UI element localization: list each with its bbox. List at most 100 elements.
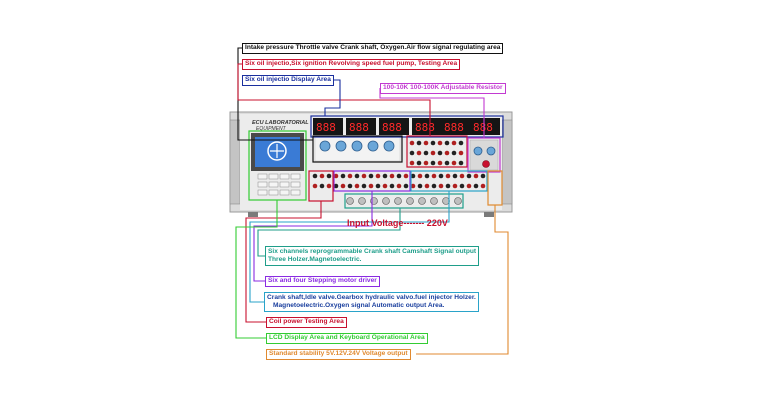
- terminal-jack[interactable]: [326, 173, 332, 179]
- keypad-key[interactable]: [268, 189, 279, 196]
- terminal-jack[interactable]: [361, 173, 367, 179]
- bnc-connector[interactable]: [382, 197, 390, 205]
- terminal-jack[interactable]: [417, 183, 423, 189]
- terminal-jack[interactable]: [389, 183, 395, 189]
- keypad-key[interactable]: [257, 181, 268, 188]
- terminal-jack[interactable]: [480, 173, 486, 179]
- terminal-jack[interactable]: [458, 140, 464, 146]
- terminal-jack[interactable]: [451, 150, 457, 156]
- terminal-jack[interactable]: [347, 173, 353, 179]
- terminal-jack[interactable]: [382, 183, 388, 189]
- terminal-jack[interactable]: [403, 173, 409, 179]
- terminal-jack[interactable]: [466, 173, 472, 179]
- terminal-jack[interactable]: [437, 140, 443, 146]
- terminal-jack[interactable]: [416, 150, 422, 156]
- terminal-jack[interactable]: [382, 173, 388, 179]
- terminal-jack[interactable]: [416, 140, 422, 146]
- keypad-key[interactable]: [257, 189, 268, 196]
- bnc-connector[interactable]: [394, 197, 402, 205]
- terminal-jack[interactable]: [438, 173, 444, 179]
- bnc-connector[interactable]: [418, 197, 426, 205]
- terminal-jack[interactable]: [466, 183, 472, 189]
- terminal-jack[interactable]: [403, 183, 409, 189]
- knob[interactable]: [335, 140, 347, 152]
- terminal-jack[interactable]: [333, 173, 339, 179]
- terminal-jack[interactable]: [445, 173, 451, 179]
- terminal-jack[interactable]: [459, 173, 465, 179]
- keypad-key[interactable]: [268, 173, 279, 180]
- terminal-jack[interactable]: [340, 173, 346, 179]
- terminal-jack[interactable]: [409, 150, 415, 156]
- keypad-key[interactable]: [290, 181, 301, 188]
- terminal-jack[interactable]: [444, 160, 450, 166]
- terminal-jack[interactable]: [319, 183, 325, 189]
- terminal-jack[interactable]: [437, 150, 443, 156]
- terminal-jack[interactable]: [451, 160, 457, 166]
- knob[interactable]: [319, 140, 331, 152]
- keypad-key[interactable]: [279, 189, 290, 196]
- keypad-key[interactable]: [279, 181, 290, 188]
- terminal-jack[interactable]: [319, 173, 325, 179]
- terminal-jack[interactable]: [368, 173, 374, 179]
- terminal-jack[interactable]: [375, 173, 381, 179]
- terminal-jack[interactable]: [444, 150, 450, 156]
- terminal-jack[interactable]: [409, 160, 415, 166]
- terminal-jack[interactable]: [312, 183, 318, 189]
- terminal-jack[interactable]: [424, 173, 430, 179]
- terminal-jack[interactable]: [430, 150, 436, 156]
- terminal-jack[interactable]: [480, 183, 486, 189]
- terminal-jack[interactable]: [431, 183, 437, 189]
- terminal-jack[interactable]: [368, 183, 374, 189]
- terminal-jack[interactable]: [424, 183, 430, 189]
- power-switch[interactable]: [482, 160, 490, 168]
- bnc-connector[interactable]: [406, 197, 414, 205]
- terminal-jack[interactable]: [445, 183, 451, 189]
- terminal-jack[interactable]: [417, 173, 423, 179]
- terminal-jack[interactable]: [326, 183, 332, 189]
- terminal-jack[interactable]: [347, 183, 353, 189]
- terminal-jack[interactable]: [438, 183, 444, 189]
- keypad-key[interactable]: [290, 189, 301, 196]
- terminal-jack[interactable]: [375, 183, 381, 189]
- bnc-connector[interactable]: [430, 197, 438, 205]
- terminal-jack[interactable]: [396, 183, 402, 189]
- terminal-jack[interactable]: [473, 173, 479, 179]
- terminal-jack[interactable]: [333, 183, 339, 189]
- terminal-jack[interactable]: [458, 160, 464, 166]
- terminal-jack[interactable]: [409, 140, 415, 146]
- knob[interactable]: [367, 140, 379, 152]
- keypad-key[interactable]: [279, 173, 290, 180]
- terminal-jack[interactable]: [452, 173, 458, 179]
- terminal-jack[interactable]: [312, 173, 318, 179]
- terminal-jack[interactable]: [444, 140, 450, 146]
- terminal-jack[interactable]: [416, 160, 422, 166]
- keypad-key[interactable]: [268, 181, 279, 188]
- keypad-key[interactable]: [290, 173, 301, 180]
- resistor-knob[interactable]: [486, 146, 496, 156]
- terminal-jack[interactable]: [354, 173, 360, 179]
- terminal-jack[interactable]: [459, 183, 465, 189]
- knob[interactable]: [351, 140, 363, 152]
- resistor-knob[interactable]: [473, 146, 483, 156]
- terminal-jack[interactable]: [396, 173, 402, 179]
- terminal-jack[interactable]: [423, 140, 429, 146]
- terminal-jack[interactable]: [354, 183, 360, 189]
- terminal-jack[interactable]: [340, 183, 346, 189]
- terminal-jack[interactable]: [458, 150, 464, 156]
- terminal-jack[interactable]: [437, 160, 443, 166]
- keypad-key[interactable]: [257, 173, 268, 180]
- terminal-jack[interactable]: [452, 183, 458, 189]
- terminal-jack[interactable]: [423, 160, 429, 166]
- terminal-jack[interactable]: [410, 173, 416, 179]
- bnc-connector[interactable]: [454, 197, 462, 205]
- bnc-connector[interactable]: [358, 197, 366, 205]
- terminal-jack[interactable]: [430, 160, 436, 166]
- terminal-jack[interactable]: [451, 140, 457, 146]
- terminal-jack[interactable]: [430, 140, 436, 146]
- bnc-connector[interactable]: [346, 197, 354, 205]
- terminal-jack[interactable]: [410, 183, 416, 189]
- terminal-jack[interactable]: [431, 173, 437, 179]
- terminal-jack[interactable]: [423, 150, 429, 156]
- knob[interactable]: [383, 140, 395, 152]
- terminal-jack[interactable]: [473, 183, 479, 189]
